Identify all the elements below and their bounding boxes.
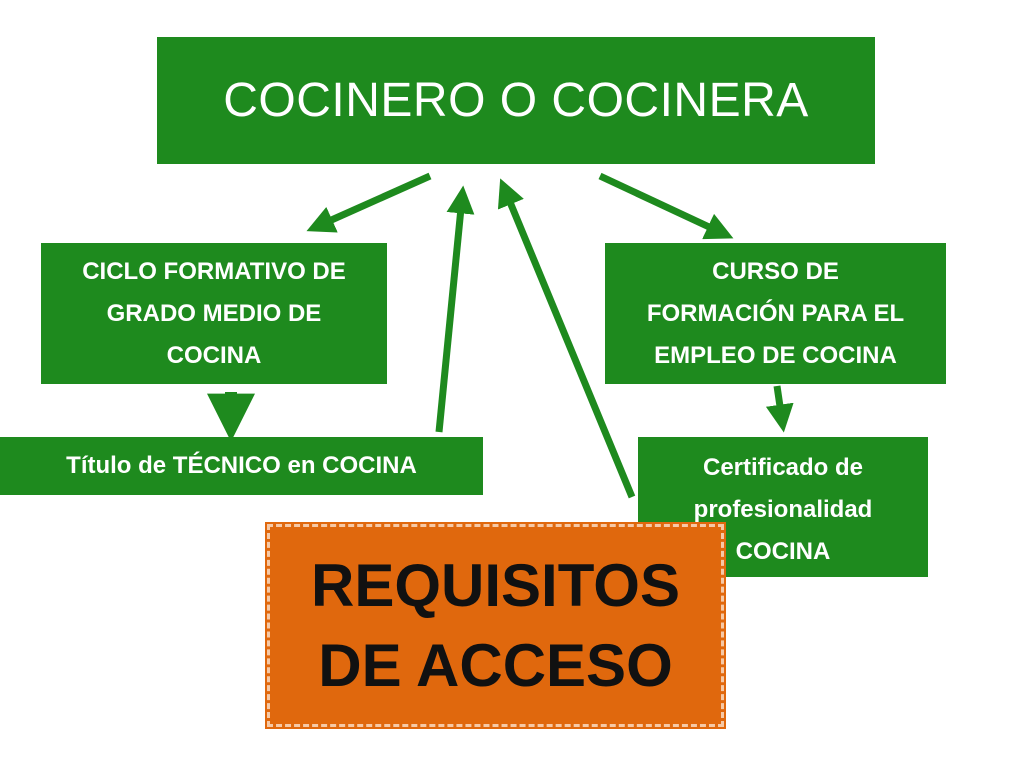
- curso-formacion-label: CURSO DE FORMACIÓN PARA EL EMPLEO DE COC…: [646, 257, 905, 369]
- arrow-curso-to-certificado: [765, 385, 794, 433]
- title-node-label: COCINERO O COCINERA: [223, 74, 809, 127]
- arrow-title-to-ciclo: [306, 172, 432, 233]
- titulo-tecnico-label: Título de TÉCNICO en COCINA: [66, 452, 417, 479]
- arrow-title-to-curso: [598, 172, 734, 240]
- curso-formacion-node: CURSO DE FORMACIÓN PARA EL EMPLEO DE COC…: [605, 243, 946, 384]
- titulo-tecnico-node: Título de TÉCNICO en COCINA: [0, 437, 483, 495]
- requisitos-acceso-node: REQUISITOS DE ACCESO: [265, 522, 726, 729]
- ciclo-formativo-node: CICLO FORMATIVO DE GRADO MEDIO DE COCINA: [41, 243, 387, 384]
- certificado-label: Certificado de profesionalidad COCINA: [693, 454, 873, 565]
- arrow-titulo-to-title: [435, 185, 475, 433]
- ciclo-formativo-label: CICLO FORMATIVO DE GRADO MEDIO DE COCINA: [82, 257, 346, 369]
- requisitos-acceso-label: REQUISITOS DE ACCESO: [311, 551, 680, 699]
- title-node: COCINERO O COCINERA: [157, 37, 875, 164]
